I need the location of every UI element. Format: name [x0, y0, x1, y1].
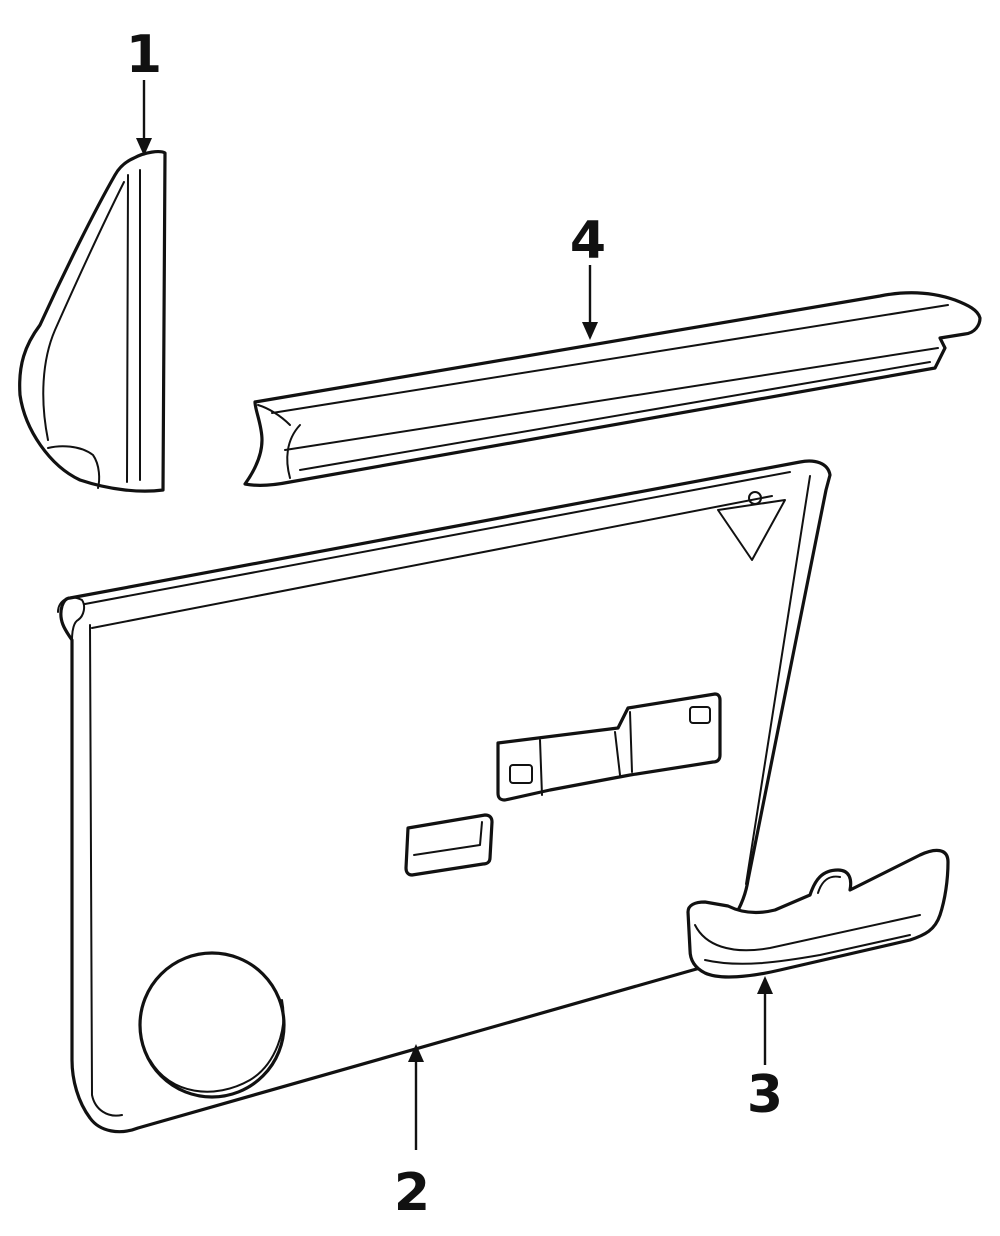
part-3-armrest[interactable] [686, 848, 950, 979]
part-4-sill-molding[interactable] [243, 291, 982, 487]
leader-line-2 [408, 1044, 424, 1150]
leader-line-4 [582, 265, 598, 340]
leader-line-3 [757, 976, 773, 1065]
callout-3: 3 [747, 1065, 783, 1125]
leader-line-1 [136, 80, 152, 156]
callout-1: 1 [126, 25, 162, 85]
part-1-trim-cover[interactable] [18, 150, 167, 493]
callout-2: 2 [394, 1163, 430, 1223]
part-2-door-panel[interactable] [57, 459, 832, 1134]
speaker-grille [138, 951, 286, 1099]
callout-4: 4 [570, 211, 606, 271]
